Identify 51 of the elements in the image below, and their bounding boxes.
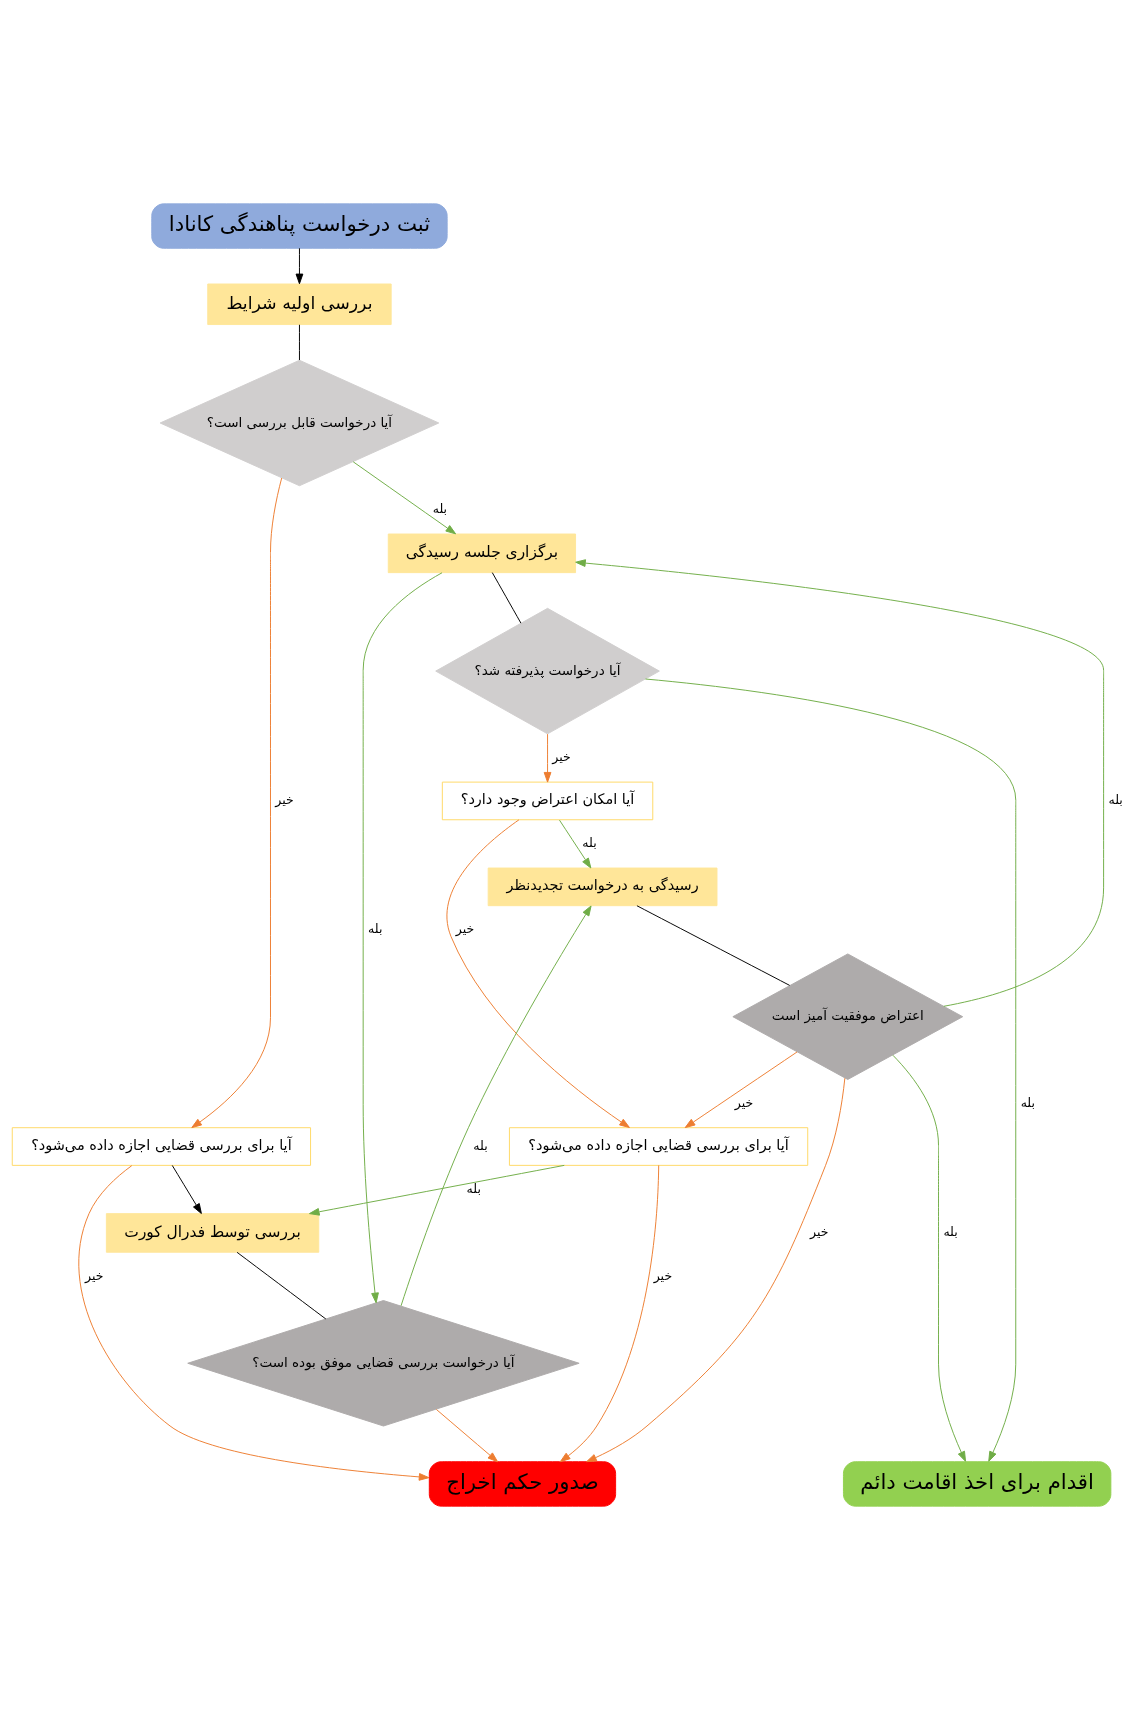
- arrow: [295, 247, 304, 285]
- connector: [298, 324, 300, 361]
- connector: [236, 1251, 327, 1320]
- edge-label: خیر: [734, 1094, 754, 1110]
- node-box: بررسی توسط فدرال کورت: [105, 1213, 320, 1253]
- edge-label: بله: [582, 835, 597, 851]
- edge-label: خیر: [810, 1224, 829, 1240]
- edge-label: بله: [1108, 792, 1123, 808]
- node-box: آیا برای بررسی قضایی اجازه داده می‌شود؟: [508, 1127, 809, 1166]
- arrow: [575, 559, 1105, 1007]
- node-diamond: آیا درخواست قابل بررسی است؟: [159, 359, 440, 487]
- node-box: ثبت درخواست پناهندگی کانادا: [151, 203, 448, 249]
- arrow: [171, 1164, 202, 1214]
- edge-label: بله: [466, 1180, 481, 1196]
- edge-label: خیر: [275, 792, 294, 808]
- arrow: [308, 1164, 565, 1216]
- edge-label: بله: [473, 1137, 488, 1153]
- arrow: [400, 905, 592, 1307]
- arrow: [435, 1408, 499, 1463]
- edge-label: بله: [432, 501, 448, 517]
- arrow: [644, 678, 1017, 1462]
- edge-label: بله: [1020, 1094, 1035, 1110]
- node-box: برگزاری جلسه رسیدگی: [387, 533, 577, 574]
- arrow: [543, 733, 552, 783]
- connector: [636, 905, 791, 986]
- edge-label: خیر: [85, 1267, 104, 1283]
- edge-label: خیر: [653, 1267, 673, 1283]
- arrow: [892, 1054, 967, 1462]
- arrow: [191, 477, 283, 1129]
- arrow: [78, 1165, 430, 1481]
- arrow: [559, 819, 592, 869]
- node-box: صدور حکم اخراج: [428, 1461, 617, 1507]
- arrow: [446, 819, 630, 1128]
- edge-label: خیر: [455, 921, 475, 937]
- edge-label: خیر: [552, 749, 571, 765]
- arrow: [684, 1051, 798, 1129]
- node-diamond: آیا درخواست پذیرفته شد؟: [435, 607, 660, 735]
- arrow: [559, 1164, 660, 1463]
- node-box: بررسی اولیه شرایط: [207, 283, 392, 325]
- arrow: [352, 461, 457, 535]
- edge-label: بله: [943, 1224, 958, 1240]
- node-diamond: آیا درخواست بررسی قضایی موفق بوده است؟: [187, 1300, 580, 1427]
- arrow: [586, 1077, 846, 1463]
- arrow: [362, 572, 443, 1304]
- node-box: آیا برای بررسی قضایی اجازه داده می‌شود؟: [11, 1127, 312, 1166]
- node-box: اقدام برای اخذ اقامت دائم: [842, 1461, 1112, 1507]
- node-box: آیا امکان اعتراض وجود دارد؟: [441, 781, 654, 821]
- node-box: رسیدگی به درخواست تجدیدنظر: [487, 867, 718, 907]
- node-diamond: اعتراض موفقیت آمیز است: [732, 953, 964, 1080]
- connector: [491, 572, 522, 624]
- edge-label: بله: [368, 921, 383, 937]
